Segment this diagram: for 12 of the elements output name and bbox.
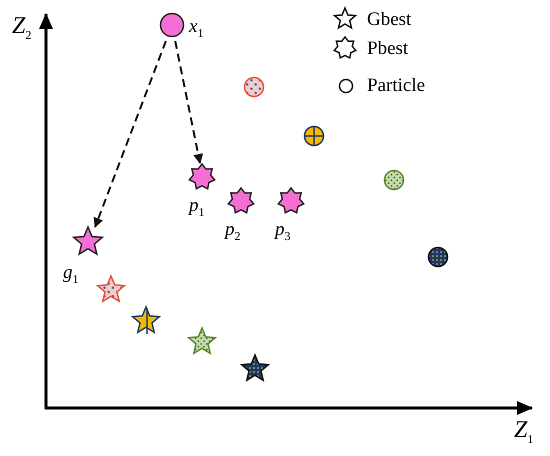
point-label: x$_{1}$ [189,17,204,39]
axis-label: Z$_{2}$ [12,14,32,41]
legend-label: Gbest [367,10,412,29]
point-label: p$_{3}$ [275,220,290,242]
arrow [174,40,204,164]
legend-label: Pbest [367,39,408,58]
point-label: g$_{1}$ [63,263,78,285]
arrow [94,40,167,228]
legend-label: Particle [367,76,426,95]
axis-label: Z$_{1}$ [514,418,534,445]
point-label: p$_{2}$ [225,220,240,242]
point-label: p$_{1}$ [189,196,204,218]
